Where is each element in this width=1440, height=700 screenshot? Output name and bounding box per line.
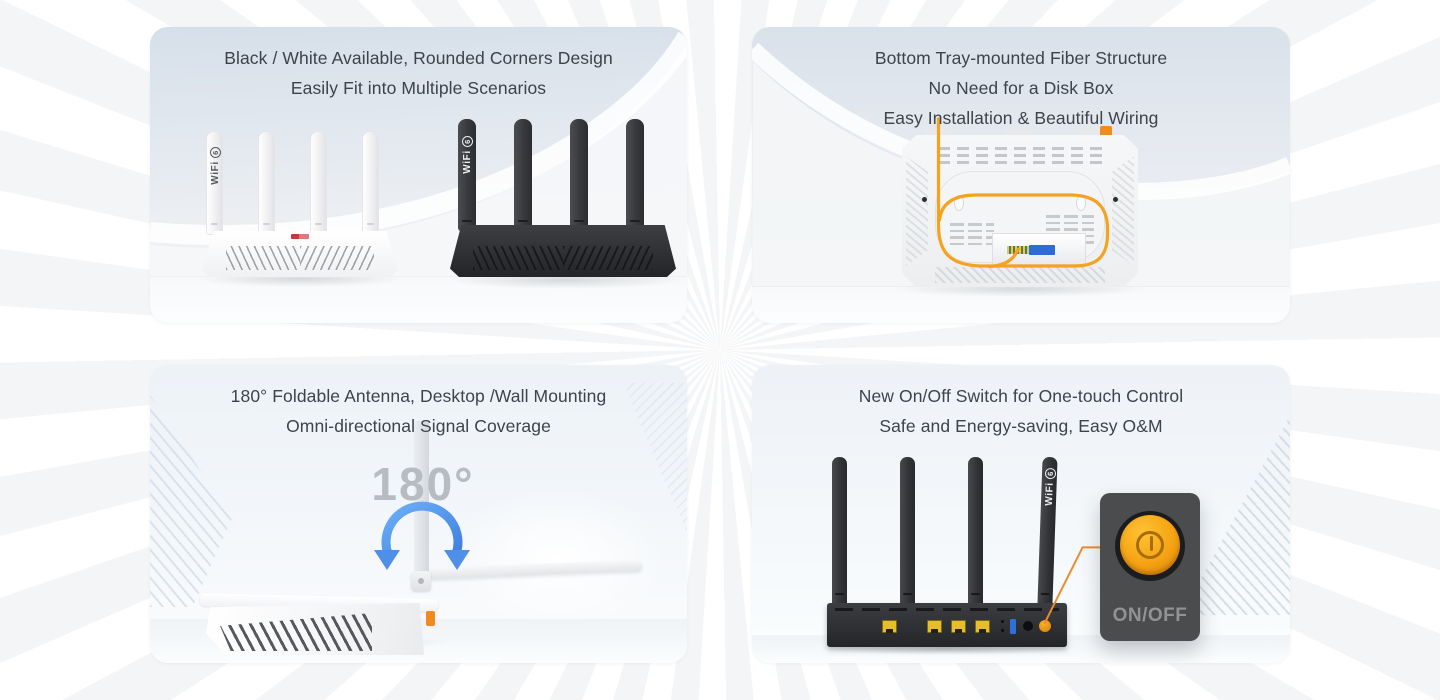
callout-line — [1043, 546, 1101, 624]
front-vents — [472, 246, 563, 270]
router-antenna — [626, 119, 644, 231]
black-router-front: WiFi 6 — [450, 119, 676, 277]
router-body — [202, 231, 398, 277]
antenna-hinge — [462, 220, 472, 222]
antenna-hinge — [367, 223, 374, 225]
vent-row — [938, 147, 1106, 150]
router-antenna — [310, 131, 327, 235]
wifi-logo-text: WiFi — [461, 150, 473, 174]
title-line: Omni-directional Signal Coverage — [286, 416, 551, 436]
card-title: Black / White Available, Rounded Corners… — [150, 27, 687, 103]
lan-port — [951, 620, 966, 633]
antenna-hinge — [971, 593, 980, 595]
router-antenna — [258, 131, 275, 235]
wan-port — [882, 620, 897, 633]
router-antenna — [832, 457, 847, 605]
title-line: Easily Fit into Multiple Scenarios — [290, 78, 547, 98]
title-line: 180° Foldable Antenna, Desktop /Wall Mou… — [230, 386, 607, 406]
router-antenna — [570, 119, 588, 231]
wifi6-logo: WiFi 6 — [459, 126, 475, 184]
feature-card-color-design: Black / White Available, Rounded Corners… — [150, 27, 687, 323]
router-antenna — [514, 119, 532, 231]
white-router-front: WiFi 6 — [202, 131, 398, 277]
feature-card-on-off-switch: New On/Off Switch for One-touch Control … — [752, 365, 1290, 663]
router-body — [450, 225, 676, 277]
title-line: Bottom Tray-mounted Fiber Structure — [874, 48, 1168, 68]
title-line: Safe and Energy-saving, Easy O&M — [879, 416, 1163, 436]
fiber-ferrule — [1007, 246, 1029, 254]
title-line: Easy Installation & Beautiful Wiring — [883, 108, 1159, 128]
antenna-hinge — [263, 223, 270, 225]
router-side-view — [199, 587, 440, 657]
sc-connector — [1029, 245, 1055, 255]
router-antenna — [362, 131, 379, 235]
wall-mount-hole — [954, 195, 964, 211]
reset-button — [1023, 621, 1033, 631]
power-button — [1039, 620, 1051, 632]
card-title: Bottom Tray-mounted Fiber Structure No N… — [752, 27, 1290, 133]
feature-card-fiber-structure: Bottom Tray-mounted Fiber Structure No N… — [752, 27, 1290, 323]
antenna-hinge — [835, 593, 844, 595]
title-line: Black / White Available, Rounded Corners… — [224, 48, 613, 68]
vent-row — [938, 161, 1106, 164]
angle-180-label: 180° — [371, 458, 475, 510]
side-bevel-hatch — [906, 156, 928, 266]
card-title: 180° Foldable Antenna, Desktop /Wall Mou… — [150, 365, 687, 441]
usb-port — [1010, 619, 1016, 634]
antenna-hinge — [518, 220, 528, 222]
router-antenna: WiFi 6 — [458, 119, 476, 231]
router-rear-panel — [827, 603, 1067, 647]
feature-card-grid: Black / White Available, Rounded Corners… — [150, 27, 1290, 663]
router-bottom-view — [902, 126, 1138, 287]
wifi6-badge: 6 — [209, 147, 221, 159]
screw — [922, 197, 927, 202]
wifi-logo-text: WiFi — [209, 161, 221, 185]
lan-port — [975, 620, 990, 633]
front-vents — [225, 246, 300, 270]
lan-port — [927, 620, 942, 633]
router-antenna — [900, 457, 915, 605]
brand-logo — [291, 234, 309, 239]
screw — [1113, 197, 1118, 202]
power-button-bezel — [1115, 511, 1185, 581]
on-off-label: ON/OFF — [1112, 605, 1188, 626]
wifi6-badge: 6 — [461, 136, 473, 148]
bottom-vent-hatch — [935, 267, 1105, 283]
power-button-large — [1120, 515, 1180, 575]
reset-pinhole — [1001, 620, 1004, 623]
antenna-hinge-joint — [411, 571, 431, 591]
reset-pinhole — [1001, 629, 1004, 632]
router-antenna — [968, 457, 983, 605]
title-line: No Need for a Disk Box — [928, 78, 1114, 98]
vent-row — [938, 154, 1106, 157]
front-vents — [300, 246, 375, 270]
vent-dash-cluster — [950, 223, 994, 249]
antenna-hinge — [574, 220, 584, 222]
wifi6-logo: WiFi 6 — [207, 137, 223, 195]
antenna-hinge — [903, 593, 912, 595]
antenna-hinge — [211, 223, 218, 225]
card-title: New On/Off Switch for One-touch Control … — [752, 365, 1290, 441]
power-icon — [1136, 531, 1164, 559]
wall-mount-hole — [1076, 195, 1086, 211]
rear-vent-dashes — [835, 608, 1059, 611]
title-line: New On/Off Switch for One-touch Control — [858, 386, 1184, 406]
antenna-hinge — [630, 220, 640, 222]
feature-card-foldable-antenna: 180° Foldable Antenna, Desktop /Wall Mou… — [150, 365, 687, 663]
router-antenna: WiFi 6 — [206, 131, 223, 235]
orange-connector — [426, 611, 435, 626]
front-vents — [563, 246, 654, 270]
side-bevel-hatch — [1112, 156, 1134, 266]
antenna-hinge — [315, 223, 322, 225]
fiber-connector-window — [992, 233, 1086, 265]
on-off-zoom-inset: ON/OFF — [1100, 493, 1200, 641]
